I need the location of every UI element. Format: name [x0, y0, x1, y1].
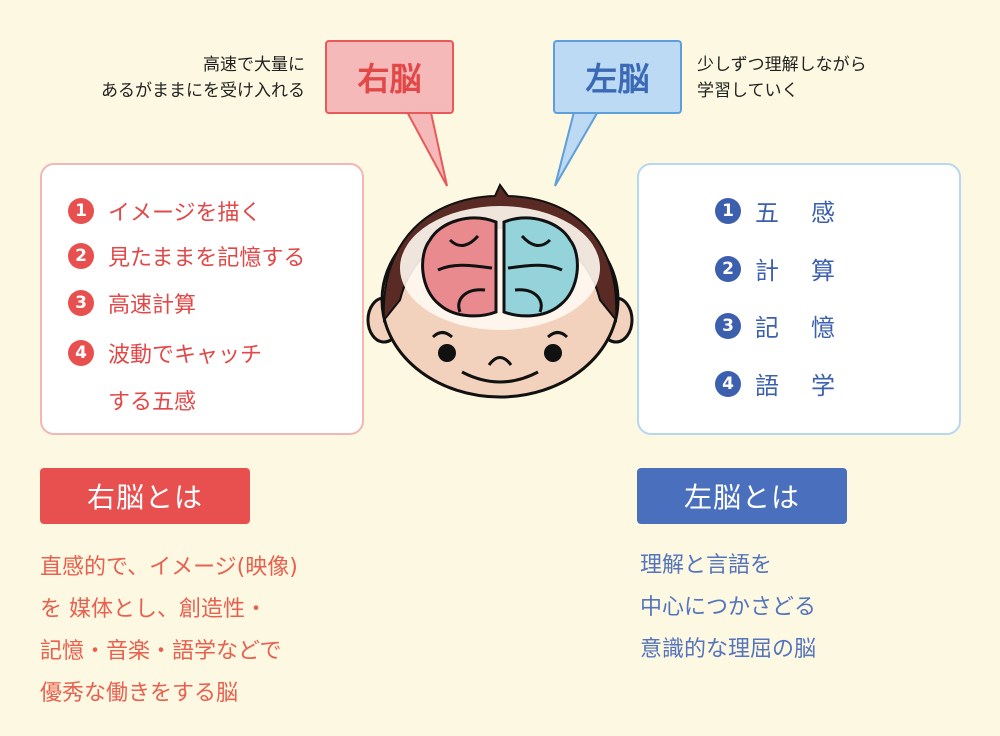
right-brain-note: 高速で大量に あるがままにを受け入れる — [101, 52, 305, 104]
item-char: 算 — [811, 257, 835, 285]
description-line: 直感的で、イメージ(映像) — [40, 555, 298, 580]
list-item: 1 イメージを描く — [68, 195, 262, 227]
heading-text: 左脳とは — [683, 481, 800, 514]
number-badge: 4 — [715, 370, 741, 397]
list-item: 3 高速計算 — [68, 287, 196, 319]
right-brain-heading: 右脳とは — [40, 468, 250, 524]
description-line: 意識的な理屈の脳 — [640, 637, 817, 662]
item-char: 計 — [755, 257, 779, 285]
left-brain-heading: 左脳とは — [637, 468, 847, 524]
item-char: 憶 — [811, 314, 835, 342]
heading-text: 右脳とは — [86, 481, 203, 514]
note-line: 高速で大量に — [203, 55, 305, 75]
number-badge: 3 — [715, 312, 741, 339]
item-char: 感 — [811, 199, 835, 227]
item-text: 見たままを記憶する — [108, 246, 306, 271]
item-char: 語 — [755, 372, 779, 400]
right-brain-bubble: 右脳 — [325, 40, 454, 114]
face — [366, 183, 634, 399]
list-item: 2 見たままを記憶する — [68, 240, 305, 272]
item-text: する五感 — [108, 390, 197, 415]
brain-right-hemisphere-icon — [421, 216, 498, 318]
description-line: 優秀な働きをする脳 — [40, 681, 239, 706]
brain-left-hemisphere-icon — [502, 216, 579, 318]
note-line: 学習していく — [697, 81, 799, 101]
face-features — [431, 331, 569, 384]
description-line: 中心につかさどる — [640, 595, 817, 620]
list-item-continuation: する五感 — [108, 384, 196, 416]
item-char: 記 — [755, 314, 779, 342]
left-brain-description: 理解と言語を 中心につかさどる 意識的な理屈の脳 — [640, 545, 816, 671]
bubble-label: 右脳 — [357, 60, 422, 98]
number-badge: 3 — [68, 290, 94, 316]
item-char: 五 — [755, 199, 779, 227]
bubble-label: 左脳 — [585, 60, 650, 98]
list-item: 4 波動でキャッチ — [68, 337, 262, 369]
item-text: 高速計算 — [108, 293, 197, 318]
left-brain-bubble: 左脳 — [553, 40, 682, 114]
number-badge: 4 — [68, 340, 94, 366]
item-text: 波動でキャッチ — [108, 343, 263, 368]
description-line: 記憶・音楽・語学などで — [40, 639, 282, 664]
note-line: あるがままにを受け入れる — [101, 81, 305, 101]
number-badge: 2 — [715, 255, 741, 282]
item-text: イメージを描く — [108, 201, 262, 226]
item-char: 学 — [811, 372, 835, 400]
number-badge: 1 — [68, 198, 94, 224]
description-line: を 媒体とし、創造性・ — [40, 597, 267, 622]
right-brain-description: 直感的で、イメージ(映像) を 媒体とし、創造性・ 記憶・音楽・語学などで 優秀… — [40, 547, 298, 715]
note-line: 少しずつ理解しながら — [697, 55, 867, 75]
number-badge: 2 — [68, 243, 94, 269]
description-line: 理解と言語を — [640, 553, 773, 578]
right-brain-features-box: 1 イメージを描く 2 見たままを記憶する 3 高速計算 4 波動でキャッチ する五感 — [40, 163, 364, 435]
left-brain-note: 少しずつ理解しながら 学習していく — [697, 52, 867, 104]
number-badge: 1 — [715, 197, 741, 224]
